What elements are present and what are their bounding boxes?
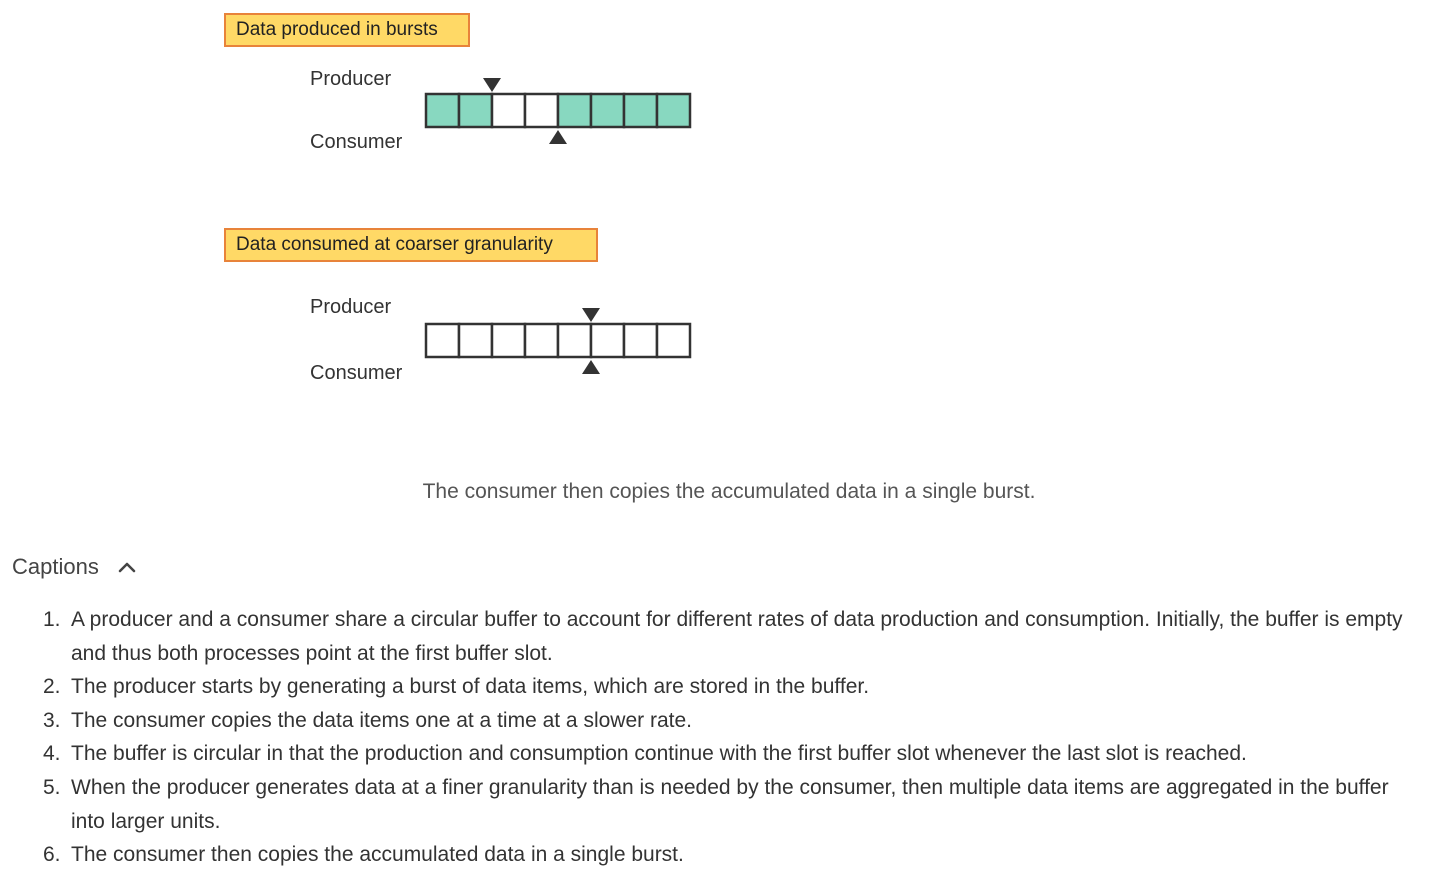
buffer-slot-empty <box>622 322 659 359</box>
panel-1-consumer-label: Consumer <box>310 131 403 153</box>
panel-1-producer-label: Producer <box>310 68 392 90</box>
caption-text: A producer and a consumer share a circul… <box>71 608 1403 665</box>
buffer-slot-filled <box>457 92 494 129</box>
buffer-slot-filled <box>589 92 626 129</box>
buffer-slot-empty <box>424 322 461 359</box>
caption-text: The producer starts by generating a burs… <box>71 675 870 699</box>
current-step-caption: The consumer then copies the accumulated… <box>422 480 1036 503</box>
chevron-up-icon <box>118 562 136 573</box>
buffer-slot-empty <box>523 322 560 359</box>
caption-number: 1. <box>43 608 61 631</box>
buffer-slot-empty <box>655 322 692 359</box>
consumer-pointer-icon <box>582 360 600 374</box>
captions-toggle-label: Captions <box>12 554 99 579</box>
caption-item: 1. A producer and a consumer share a circ… <box>43 603 1432 670</box>
caption-text: The consumer then copies the accumulated… <box>71 843 684 867</box>
caption-number: 3. <box>43 708 61 732</box>
buffer-slot-empty <box>490 322 527 359</box>
caption-item: 2. The producer starts by generating a bu… <box>43 670 1432 704</box>
panel-2-circular-buffer <box>424 308 692 374</box>
panel-1-circular-buffer <box>424 78 692 144</box>
panel-2-consumer-label: Consumer <box>310 362 403 384</box>
captions-toggle-button[interactable]: Captions <box>12 551 137 583</box>
caption-item: 5. When the producer generates data at a … <box>43 771 1432 838</box>
consumer-pointer-icon <box>549 130 567 144</box>
panel-2-producer-label: Producer <box>310 296 392 318</box>
captions-list: 1. A producer and a consumer share a circ… <box>0 603 1432 872</box>
caption-item: 3. The consumer copies the data items one… <box>43 704 1432 738</box>
buffer-slot-empty <box>556 322 593 359</box>
caption-text: When the producer generates data at a fi… <box>71 775 1389 833</box>
caption-item: 4. The buffer is circular in that the pro… <box>43 737 1432 771</box>
caption-item: 6. The consumer then copies the accumulat… <box>43 838 1432 872</box>
caption-text: The buffer is circular in that the produ… <box>71 742 1247 766</box>
caption-text: The consumer copies the data items one a… <box>71 708 692 732</box>
buffer-slot-filled <box>655 92 692 129</box>
buffer-slot-empty <box>457 322 494 359</box>
caption-number: 2. <box>43 675 61 699</box>
producer-pointer-icon <box>483 78 501 92</box>
producer-pointer-icon <box>582 308 600 322</box>
buffer-slot-empty <box>523 92 560 129</box>
caption-number: 6. <box>43 843 61 867</box>
panel-1-title: Data produced in bursts <box>224 13 470 47</box>
buffer-slot-empty <box>589 322 626 359</box>
caption-number: 4. <box>43 742 61 766</box>
panel-2-title: Data consumed at coarser granularity <box>224 228 598 262</box>
caption-number: 5. <box>43 775 61 799</box>
